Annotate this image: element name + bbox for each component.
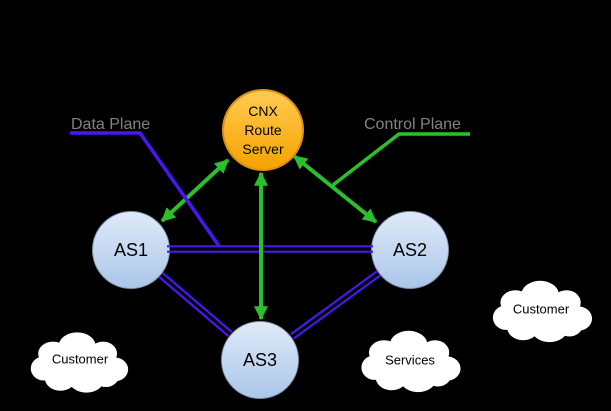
services-cloud-label: Services [385,352,435,368]
route-server-node: CNX Route Server [222,89,304,171]
data-plane-link-as1-as2 [167,245,373,253]
as3-label: AS3 [242,349,278,370]
control-plane-arrow-rs-as1 [160,158,230,223]
route-server-label-line1: CNX [248,102,278,119]
as3-node: AS3 [221,321,299,399]
as2-node: AS2 [371,211,449,289]
route-server-label-line2: Route [244,121,282,138]
control-plane-arrow-rs-as2 [292,154,378,224]
data-plane-link-as1-as3 [158,272,233,337]
route-server-label-line3: Server [242,140,284,157]
control-plane-leader-line [331,132,470,187]
as1-label: AS1 [113,239,149,260]
as1-node: AS1 [92,211,170,289]
as2-label: AS2 [392,239,428,260]
data-plane-label: Data Plane [71,116,151,133]
customer-cloud-left-label: Customer [51,351,109,367]
control-plane-label: Control Plane [364,116,461,133]
data-plane-link-as2-as3 [290,270,382,340]
customer-cloud-right-label: Customer [512,301,570,317]
